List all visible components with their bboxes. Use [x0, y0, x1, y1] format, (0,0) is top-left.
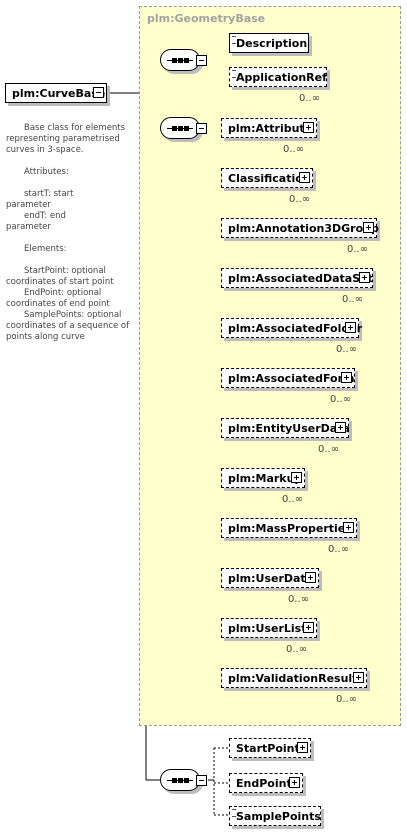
expand-icon[interactable] [345, 322, 356, 333]
documentation-line: coordinates of start point [6, 277, 114, 287]
expand-icon[interactable] [291, 472, 302, 483]
choice-element[interactable]: plm:UserData [221, 568, 319, 588]
documentation-line: coordinates of end point [6, 299, 110, 309]
sequence-compositor-curve [160, 769, 200, 791]
choice-cardinality: 0..∞ [289, 194, 311, 205]
root-element-curvebase[interactable]: plm:CurveBase [5, 83, 107, 103]
description-element[interactable]: Description [229, 33, 309, 53]
choice-element[interactable]: plm:Annotation3DGroup [221, 218, 379, 238]
choice-element[interactable]: plm:Markup [221, 468, 305, 488]
documentation-line: Elements: [24, 244, 67, 254]
choice-element[interactable]: plm:AssociatedForm [221, 368, 355, 388]
documentation-line: curves in 3-space. [6, 145, 84, 155]
expand-icon[interactable] [363, 222, 374, 233]
documentation-line: SamplePoints: optional [24, 310, 122, 320]
documentation-line: Base class for elements [24, 123, 126, 133]
choice-cardinality: 0..∞ [288, 594, 310, 605]
expand-icon[interactable] [341, 372, 352, 383]
choice-cardinality: 0..∞ [336, 694, 358, 705]
choice-element[interactable]: plm:EntityUserData [221, 418, 350, 438]
expand-icon[interactable] [299, 172, 310, 183]
choice-cardinality: 0..∞ [336, 344, 358, 355]
documentation-line [6, 233, 130, 244]
documentation-line: endT: end [24, 211, 66, 221]
sequence-compositor-attributes [160, 117, 200, 139]
attribute-element[interactable]: plm:Attribute [221, 118, 317, 138]
documentation-icon [232, 70, 236, 78]
documentation-line [6, 255, 130, 266]
collapse-icon[interactable] [196, 775, 207, 786]
expand-icon[interactable] [289, 777, 300, 788]
sequence-compositor-base [160, 49, 200, 71]
choice-element[interactable]: plm:AssociatedFolder [221, 318, 362, 338]
expand-icon[interactable] [303, 122, 314, 133]
documentation-line: parameter [6, 222, 51, 232]
expand-icon[interactable] [353, 672, 364, 683]
documentation-line: Attributes: [24, 167, 69, 177]
expand-icon[interactable] [305, 572, 316, 583]
documentation-icon [232, 809, 236, 817]
documentation-line: EndPoint: optional [24, 288, 102, 298]
application-ref-cardinality: 0..∞ [299, 93, 321, 104]
collapse-icon[interactable] [196, 123, 207, 134]
choice-cardinality: 0..∞ [328, 544, 350, 555]
documentation-icon [232, 36, 236, 44]
expand-icon[interactable] [297, 742, 308, 753]
documentation-line: parameter [6, 200, 51, 210]
collapse-icon[interactable] [93, 87, 104, 98]
documentation-line: representing parametrised [6, 134, 120, 144]
expand-icon[interactable] [335, 422, 346, 433]
choice-element[interactable]: plm:MassProperties [221, 518, 357, 538]
sample-points-element[interactable]: SamplePoints [229, 806, 321, 826]
base-group-title: plm:GeometryBase [147, 12, 266, 25]
expand-icon[interactable] [359, 272, 370, 283]
choice-cardinality: 0..∞ [286, 644, 308, 655]
choice-element[interactable]: plm:AssociatedDataSet [221, 268, 373, 288]
choice-element[interactable]: Classification [221, 168, 313, 188]
end-point-element[interactable]: EndPoint [229, 773, 303, 793]
choice-element[interactable]: plm:UserList [221, 618, 317, 638]
application-ref-element[interactable]: ApplicationRef [229, 67, 327, 87]
choice-cardinality: 0..∞ [282, 494, 304, 505]
documentation-line: points along curve [6, 332, 85, 342]
documentation-line: startT: start [24, 189, 74, 199]
collapse-icon[interactable] [196, 55, 207, 66]
expand-icon[interactable] [303, 622, 314, 633]
choice-cardinality: 0..∞ [342, 294, 364, 305]
expand-icon[interactable] [343, 522, 354, 533]
attribute-cardinality: 0..∞ [283, 144, 305, 155]
documentation-line [6, 156, 130, 167]
documentation-line [6, 178, 130, 189]
choice-cardinality: 0..∞ [347, 244, 369, 255]
documentation-line: StartPoint: optional [24, 266, 106, 276]
choice-cardinality: 0..∞ [318, 444, 340, 455]
choice-element[interactable]: plm:ValidationResults [221, 668, 367, 688]
choice-cardinality: 0..∞ [330, 394, 352, 405]
documentation-line: coordinates of a sequence of [6, 321, 130, 331]
start-point-element[interactable]: StartPoint [229, 738, 311, 758]
root-element-label: plm:CurveBase [12, 86, 106, 100]
